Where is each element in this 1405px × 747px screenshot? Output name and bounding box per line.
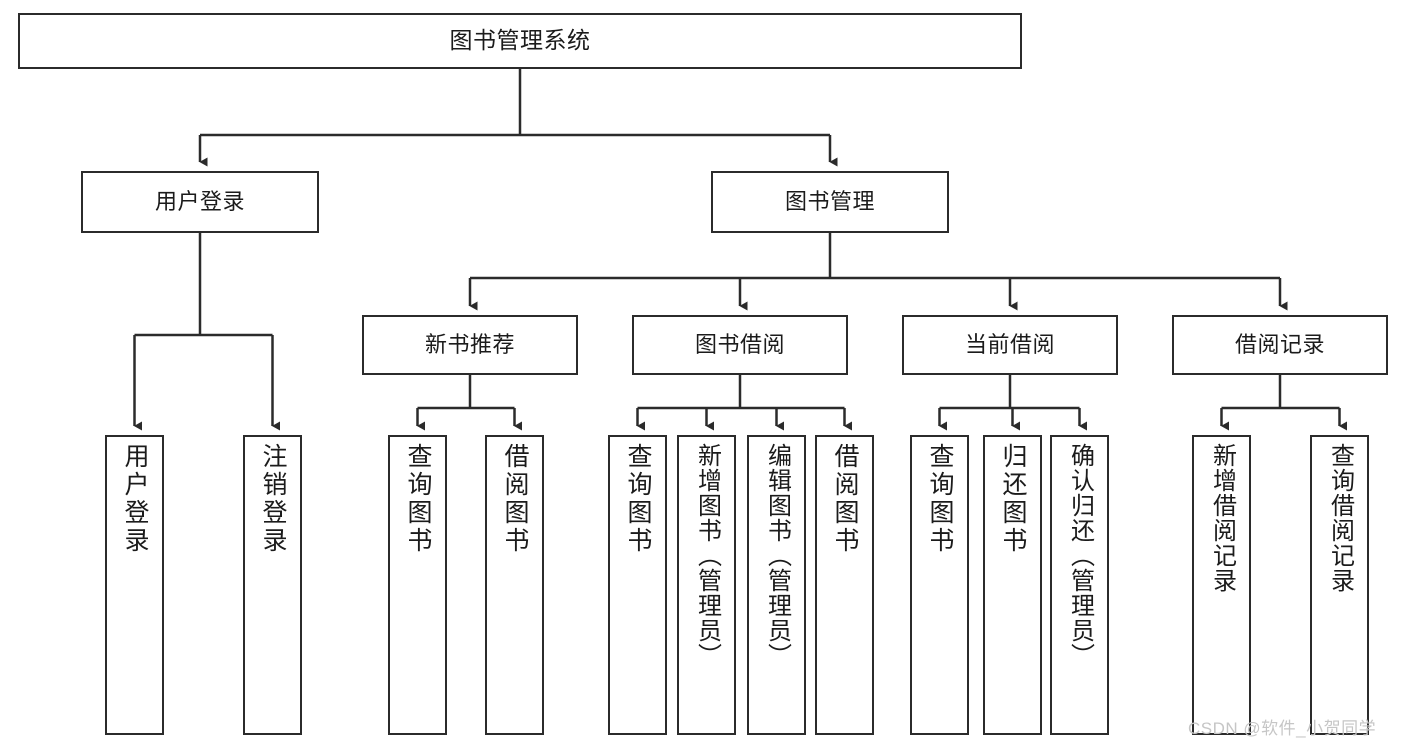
csdn-watermark: CSDN @软件_小贺同学 <box>1188 719 1377 738</box>
node-borrow-record-label: 借阅记录 <box>1234 331 1325 357</box>
node-new-book-recommend-label: 新书推荐 <box>424 331 515 357</box>
node-leaf-edit-book[interactable]: 编辑图书（管理员） <box>747 435 806 735</box>
node-new-book-recommend[interactable]: 新书推荐 <box>362 315 578 375</box>
node-book-borrow[interactable]: 图书借阅 <box>632 315 848 375</box>
node-book-borrow-label: 图书借阅 <box>694 331 785 357</box>
node-root-label: 图书管理系统 <box>449 27 591 54</box>
node-leaf-query-record[interactable]: 查询借阅记录 <box>1310 435 1369 735</box>
node-leaf-add-record-label: 新增借阅记录 <box>1208 443 1236 593</box>
node-leaf-add-book[interactable]: 新增图书（管理员） <box>677 435 736 735</box>
node-leaf-borrow-book-2-label: 借阅图书 <box>831 443 859 555</box>
node-book-manage-label: 图书管理 <box>784 188 875 214</box>
node-current-borrow[interactable]: 当前借阅 <box>902 315 1118 375</box>
node-leaf-query-book-1[interactable]: 查询图书 <box>388 435 447 735</box>
node-leaf-return-book[interactable]: 归还图书 <box>983 435 1042 735</box>
node-book-manage[interactable]: 图书管理 <box>711 171 949 233</box>
node-root[interactable]: 图书管理系统 <box>18 13 1022 69</box>
node-leaf-query-book-3-label: 查询图书 <box>926 443 954 555</box>
node-leaf-query-book-1-label: 查询图书 <box>404 443 432 555</box>
node-leaf-query-record-label: 查询借阅记录 <box>1326 443 1354 593</box>
node-user-login-label: 用户登录 <box>154 188 245 214</box>
node-leaf-confirm-return-label: 确认归还（管理员） <box>1066 443 1094 668</box>
node-borrow-record[interactable]: 借阅记录 <box>1172 315 1388 375</box>
node-leaf-logout[interactable]: 注销登录 <box>243 435 302 735</box>
node-leaf-add-record[interactable]: 新增借阅记录 <box>1192 435 1251 735</box>
node-current-borrow-label: 当前借阅 <box>964 331 1055 357</box>
node-leaf-borrow-book-2[interactable]: 借阅图书 <box>815 435 874 735</box>
node-leaf-return-book-label: 归还图书 <box>999 443 1027 555</box>
node-leaf-add-book-label: 新增图书（管理员） <box>693 443 721 668</box>
node-leaf-query-book-3[interactable]: 查询图书 <box>910 435 969 735</box>
node-leaf-logout-label: 注销登录 <box>259 443 287 555</box>
node-user-login[interactable]: 用户登录 <box>81 171 319 233</box>
node-leaf-edit-book-label: 编辑图书（管理员） <box>763 443 791 668</box>
node-leaf-query-book-2-label: 查询图书 <box>624 443 652 555</box>
node-leaf-query-book-2[interactable]: 查询图书 <box>608 435 667 735</box>
node-leaf-borrow-book-1-label: 借阅图书 <box>501 443 529 555</box>
node-leaf-user-login-label: 用户登录 <box>121 443 149 555</box>
node-leaf-user-login[interactable]: 用户登录 <box>105 435 164 735</box>
node-leaf-borrow-book-1[interactable]: 借阅图书 <box>485 435 544 735</box>
node-leaf-confirm-return[interactable]: 确认归还（管理员） <box>1050 435 1109 735</box>
